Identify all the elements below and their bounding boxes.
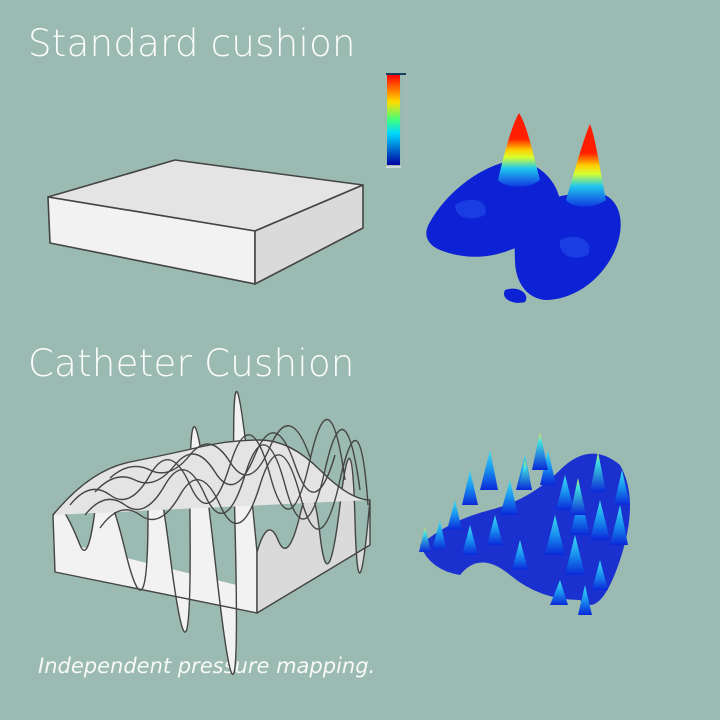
catheter-cushion-title: Catheter Cushion bbox=[28, 342, 355, 385]
standard-pressure-map bbox=[426, 113, 621, 303]
standard-cushion-title: Standard cushion bbox=[28, 22, 356, 65]
standard-cushion-block bbox=[47, 159, 364, 285]
catheter-cushion-block bbox=[52, 390, 371, 675]
pressure-colorbar bbox=[386, 73, 407, 168]
caption: Independent pressure mapping. bbox=[38, 654, 376, 678]
catheter-pressure-map bbox=[419, 432, 630, 615]
